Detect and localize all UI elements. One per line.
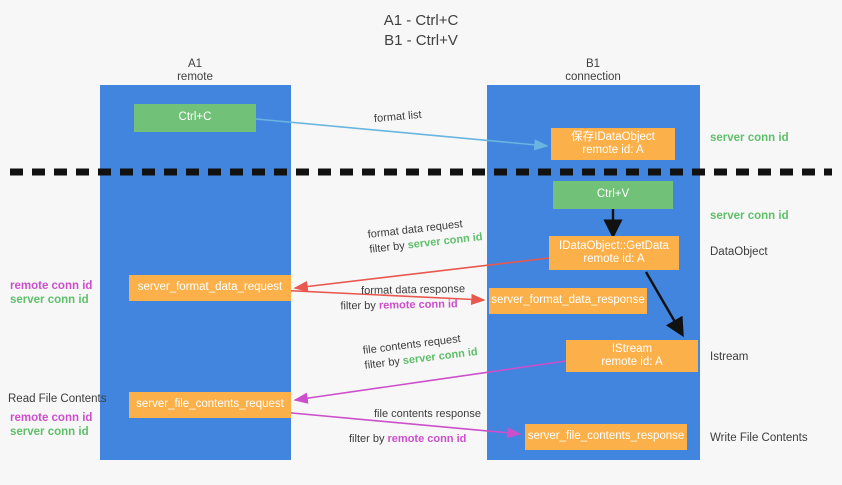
node-istream-line2: remote id: A: [601, 356, 663, 368]
annotation-right-istream: Istream: [710, 351, 749, 363]
column-a1-name: A1: [187, 58, 203, 70]
node-server-file-contents-response-label: server_file_contents_response: [527, 430, 685, 443]
node-server-file-contents-response[interactable]: server_file_contents_response: [525, 424, 687, 450]
filter-prefix: filter by: [340, 299, 380, 313]
edge-label-file-contents-request: file contents request filter by server c…: [362, 330, 479, 374]
column-b1-name: B1: [585, 58, 601, 70]
filter-prefix: filter by: [368, 239, 409, 256]
edge-label-format-data-response: format data response filter by remote co…: [340, 282, 465, 314]
annotation-right-dataobject: DataObject: [710, 246, 768, 258]
annotation-right-write-file-contents: Write File Contents: [710, 432, 808, 444]
node-server-format-data-response-label: server_format_data_response: [491, 294, 645, 307]
annotation-right-server-conn-id-mid: server conn id: [710, 210, 789, 222]
annotation-left-remote-conn-id-1: remote conn id: [10, 280, 93, 292]
node-server-format-data-request-label: server_format_data_request: [137, 281, 283, 294]
node-idataobject-getdata-line2: remote id: A: [583, 253, 645, 265]
filter-key-remote-conn-id: remote conn id: [378, 298, 458, 312]
edge-label-file-contents-response: file contents response filter by remote …: [349, 407, 482, 447]
annotation-left-conn-ids-2: remote conn id server conn id: [10, 411, 92, 439]
node-istream-line1: IStream: [611, 342, 653, 355]
node-istream[interactable]: IStream remote id: A: [566, 340, 698, 372]
node-idataobject-getdata[interactable]: IDataObject::GetData remote id: A: [549, 236, 679, 270]
node-ctrl-v-label: Ctrl+V: [596, 188, 630, 201]
column-header-b1: B1 connection: [528, 58, 658, 84]
node-ctrl-v[interactable]: Ctrl+V: [553, 181, 673, 209]
column-header-a1: A1 remote: [130, 58, 260, 84]
node-save-idataobject-line1: 保存IDataObject: [571, 130, 655, 143]
edge-label-format-data-request: format data request filter by server con…: [367, 215, 483, 258]
annotation-left-server-conn-id-1: server conn id: [10, 294, 89, 306]
annotation-left-conn-ids-1: remote conn id server conn id: [10, 279, 92, 307]
filter-prefix: filter by: [349, 433, 388, 445]
title-line-1: A1 - Ctrl+C: [383, 12, 459, 29]
title-line-2: B1 - Ctrl+V: [384, 32, 458, 49]
annotation-left-read-file-contents: Read File Contents: [8, 393, 107, 405]
edge-label-format-data-response-filter: filter by remote conn id: [340, 297, 465, 314]
node-save-idataobject[interactable]: 保存IDataObject remote id: A: [551, 128, 675, 160]
node-server-file-contents-request[interactable]: server_file_contents_request: [129, 392, 291, 418]
edge-label-format-list-text: format list: [373, 108, 423, 126]
annotation-right-server-conn-id-top: server conn id: [710, 132, 789, 144]
annotation-left-remote-conn-id-2: remote conn id: [10, 412, 93, 424]
edge-label-format-list: format list: [373, 108, 423, 127]
node-server-format-data-request[interactable]: server_format_data_request: [129, 275, 291, 301]
edge-label-file-contents-response-text: file contents response: [374, 408, 482, 420]
node-ctrl-c-label: Ctrl+C: [178, 111, 212, 124]
node-idataobject-getdata-line1: IDataObject::GetData: [559, 239, 669, 252]
filter-prefix: filter by: [363, 355, 404, 372]
page-title: A1 - Ctrl+C B1 - Ctrl+V: [0, 11, 842, 51]
annotation-left-server-conn-id-2: server conn id: [10, 426, 89, 438]
filter-key-remote-conn-id: remote conn id: [387, 433, 467, 445]
node-ctrl-c[interactable]: Ctrl+C: [134, 104, 256, 132]
node-server-file-contents-request-label: server_file_contents_request: [136, 398, 284, 411]
node-server-format-data-response[interactable]: server_format_data_response: [489, 288, 647, 314]
edge-label-file-contents-response-filter: filter by remote conn id: [349, 432, 481, 447]
column-b1-sub: connection: [565, 71, 621, 83]
column-a1-sub: remote: [177, 71, 213, 83]
node-save-idataobject-line2: remote id: A: [582, 144, 644, 156]
